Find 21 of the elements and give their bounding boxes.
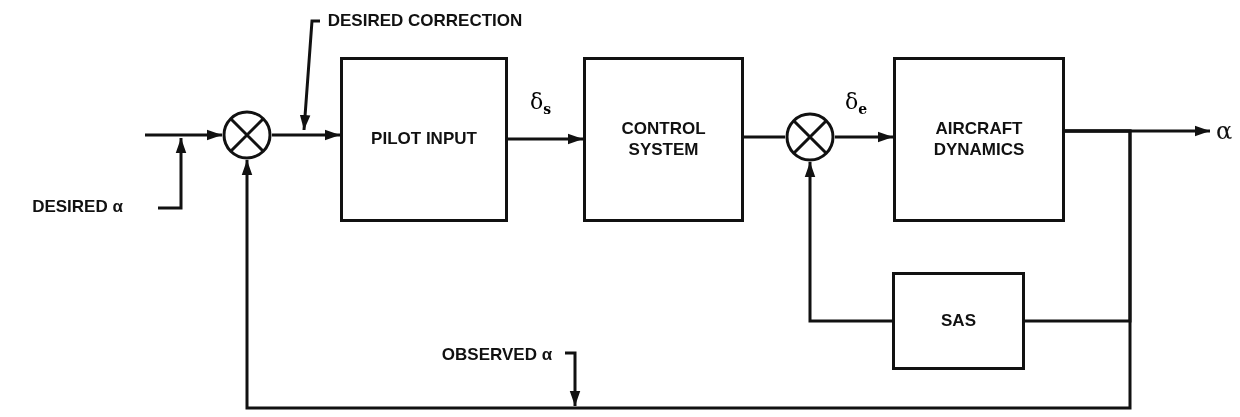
- block-label: PILOT INPUT: [371, 129, 477, 150]
- signal-arrow: [272, 129, 340, 141]
- block-label: SAS: [941, 310, 976, 332]
- signal-arrow: [835, 131, 893, 143]
- block-label: CONTROL SYSTEM: [620, 119, 707, 160]
- signal-arrow: [508, 133, 583, 145]
- leader-line: [158, 138, 187, 210]
- block: [892, 272, 1025, 370]
- block: [583, 57, 744, 222]
- output-label: α: [1215, 116, 1233, 146]
- block-label: AIRCRAFT DYNAMICS: [932, 119, 1026, 160]
- signal-arrow: [241, 129, 1132, 410]
- signal-arrow: [145, 129, 222, 141]
- block: [893, 57, 1065, 222]
- block: [340, 57, 508, 222]
- signal-label: DESIRED α: [32, 196, 123, 218]
- signal-label: DESIRED CORRECTION: [327, 10, 523, 32]
- signal-arrow: [804, 162, 892, 323]
- leader-line: [565, 351, 581, 406]
- signal-arrow: [299, 19, 320, 131]
- signal-label: OBSERVED α: [441, 344, 553, 366]
